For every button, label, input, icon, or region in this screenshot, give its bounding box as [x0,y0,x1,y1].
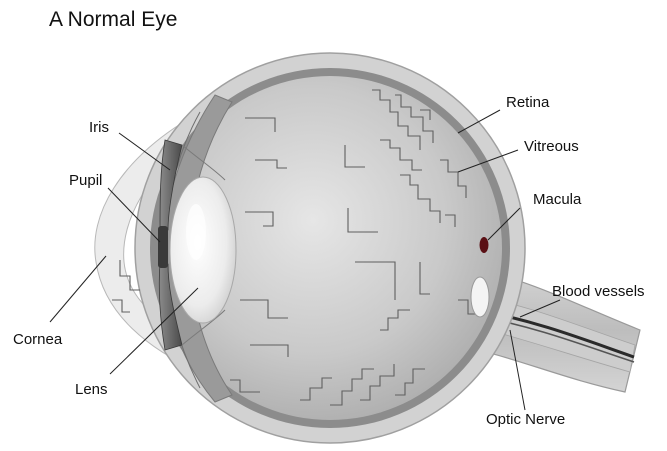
optic-disc [471,277,489,317]
diagram-title: A Normal Eye [49,8,177,32]
label-vitreous: Vitreous [524,138,579,156]
label-pupil: Pupil [69,172,102,190]
label-iris: Iris [89,119,109,137]
macula-spot [480,237,489,253]
pupil-shape [158,226,168,268]
label-optic-nerve: Optic Nerve [486,411,565,429]
label-blood-vessels: Blood vessels [552,283,645,301]
label-lens: Lens [75,381,108,399]
cornea-leader [50,256,106,322]
label-macula: Macula [533,191,581,209]
label-cornea: Cornea [13,331,62,349]
label-retina: Retina [506,94,549,112]
